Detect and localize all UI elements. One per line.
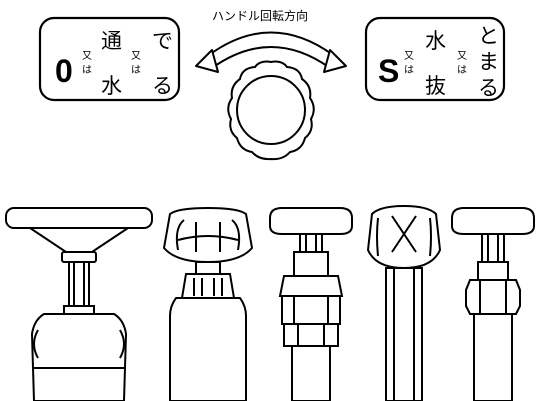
rotation-arrow-icon	[195, 31, 347, 73]
open-word-bottom: 水	[101, 74, 122, 98]
drain-word-bottom: 抜	[425, 74, 446, 98]
rotation-caption: ハンドル回転方向	[212, 8, 308, 23]
drain-verb-mid: ま	[478, 50, 499, 74]
conj-1-bottom: は	[82, 64, 92, 76]
drain-verb-top: と	[478, 24, 499, 48]
drain-verb-bottom: る	[478, 76, 499, 100]
conj-4-top: 又	[457, 50, 467, 62]
handwheel-inner	[236, 75, 306, 145]
conj-3-bottom: は	[404, 64, 414, 76]
panel-open: 0 又 は 通 水 又 は で る	[38, 16, 181, 102]
faucet-handle-5	[451, 207, 535, 401]
faucet-handle-3	[269, 207, 353, 401]
panel-drain-frame	[364, 16, 506, 102]
panel-open-frame	[38, 16, 181, 102]
faucet-handle-4	[366, 204, 442, 401]
drain-word-top: 水	[425, 29, 446, 53]
faucet-handle-1	[5, 207, 153, 401]
conj-1-top: 又	[82, 50, 92, 62]
drain-letter: S	[378, 53, 399, 89]
conj-4-bottom: は	[457, 64, 467, 76]
open-verb-bottom: る	[152, 74, 173, 98]
panel-drain: S 又 は 水 抜 又 は と ま る	[364, 16, 506, 102]
handwheel-icon	[227, 60, 315, 161]
conj-2-bottom: は	[131, 64, 141, 76]
conj-2-top: 又	[131, 50, 141, 62]
open-letter: 0	[55, 53, 73, 89]
open-verb-top: で	[152, 29, 173, 53]
faucet-handle-2	[162, 206, 254, 401]
open-word-top: 通	[101, 29, 122, 53]
conj-3-top: 又	[404, 50, 414, 62]
